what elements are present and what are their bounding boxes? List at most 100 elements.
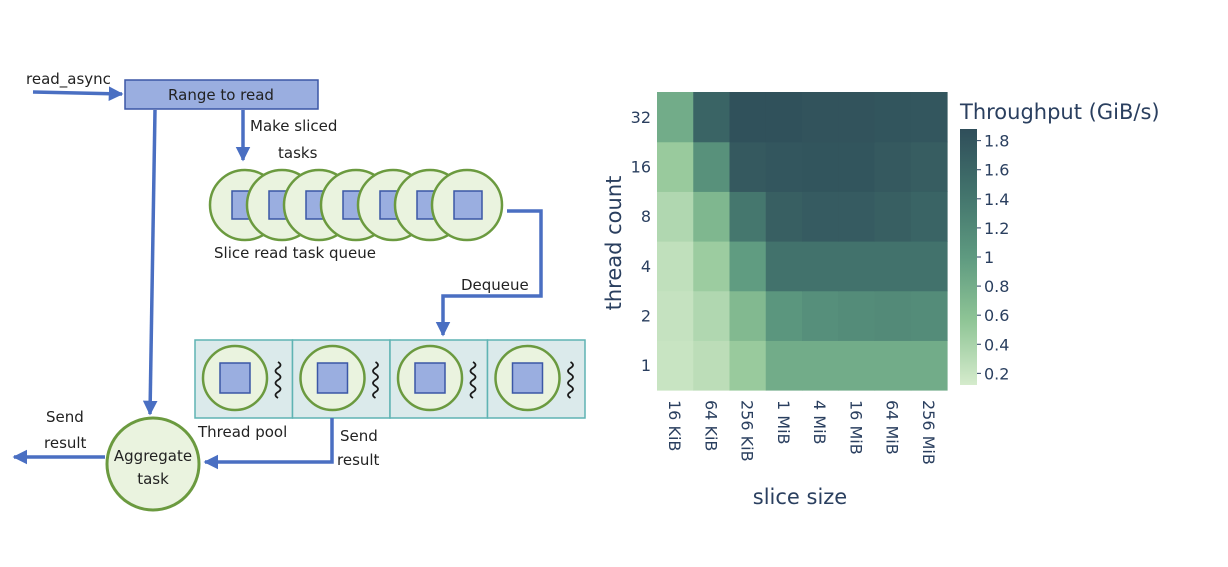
- pipeline-diagram: read_async Range to read Make sliced tas…: [12, 70, 586, 512]
- heatmap-cell: [874, 141, 912, 192]
- heatmap-cell: [838, 241, 876, 292]
- heatmap-cell: [657, 141, 694, 192]
- heatmap-cell: [910, 340, 948, 391]
- heatmap-cell: [657, 241, 694, 292]
- heatmap-cell: [729, 290, 767, 341]
- aggregate-task-label-2: task: [137, 470, 169, 488]
- thread-squiggle-icon: [469, 361, 477, 399]
- heatmap-cell: [838, 141, 876, 192]
- heatmap-cell: [802, 141, 839, 192]
- heatmap-cell: [693, 191, 731, 242]
- heatmap-cell: [693, 340, 731, 391]
- make-sliced-label-2: tasks: [278, 144, 318, 162]
- aggregate-task-node: [105, 416, 201, 512]
- heatmap-cell: [874, 191, 912, 242]
- colorbar-ticks: 0.2 0.4 0.6 0.8 1 1.2 1.4 1.6 1.8: [977, 132, 1009, 383]
- heatmap-cell: [729, 340, 767, 391]
- heatmap-cell: [765, 191, 803, 242]
- heatmap-cell: [729, 241, 767, 292]
- thread-slot: [291, 339, 391, 419]
- heatmap-cell: [765, 241, 803, 292]
- heatmap-cell: [802, 290, 839, 341]
- colorbar-tick-label: 1: [984, 248, 994, 267]
- thread-task-square: [511, 362, 544, 394]
- heatmap-cell: [910, 290, 948, 341]
- aggregate-task-label-1: Aggregate: [114, 447, 192, 465]
- read-async-label: read_async: [26, 70, 111, 89]
- heatmap-cell: [874, 92, 912, 143]
- colorbar-tick-label: 1.2: [984, 219, 1009, 238]
- read-async-arrow: [32, 86, 124, 102]
- thread-task-square: [316, 362, 349, 394]
- heatmap-cell: [838, 340, 876, 391]
- colorbar-tick-label: 0.4: [984, 335, 1009, 354]
- heatmap-cell: [838, 92, 876, 143]
- thread-slot: [194, 339, 294, 419]
- heatmap-cell: [729, 191, 767, 242]
- heatmap-cell: [910, 141, 948, 192]
- x-tick-label: 64 MiB: [883, 400, 902, 455]
- dequeue-arrow: [435, 209, 543, 337]
- colorbar-tick-label: 0.2: [984, 364, 1009, 383]
- colorbar-title: Throughput (GiB/s): [959, 100, 1160, 124]
- heatmap-cell: [693, 141, 731, 192]
- final-send-result-label-1: Send: [46, 408, 84, 426]
- colorbar-tick-label: 1.6: [984, 161, 1009, 180]
- thread-slot: [389, 339, 489, 419]
- task-square: [453, 190, 483, 220]
- pool-send-result-label-2: result: [337, 451, 380, 469]
- make-sliced-label-1: Make sliced: [250, 117, 337, 135]
- heatmap-cell: [657, 290, 694, 341]
- y-tick-label: 16: [631, 158, 651, 177]
- heatmap-cell: [765, 92, 803, 143]
- y-tick-label: 4: [641, 257, 651, 276]
- y-tick-label: 2: [641, 307, 651, 326]
- y-axis-title: thread count: [602, 176, 626, 311]
- range-to-read-box: [124, 79, 319, 110]
- slice-read-task-queue: [208, 168, 504, 242]
- thread-task-square: [414, 362, 446, 394]
- thread-squiggle-icon: [274, 361, 282, 399]
- y-tick-label: 8: [641, 207, 651, 226]
- colorbar-tick-label: 0.6: [984, 306, 1009, 325]
- heatmap-cell: [657, 340, 694, 391]
- x-tick-label: 256 KiB: [738, 400, 757, 462]
- thread-pool: [194, 339, 586, 419]
- pool-send-result-label-1: Send: [340, 427, 378, 445]
- thread-slot: [486, 339, 586, 419]
- heatmap-cell: [693, 92, 731, 143]
- y-tick-label: 1: [641, 356, 651, 375]
- x-axis-title: slice size: [753, 485, 847, 509]
- heatmap-cell: [765, 141, 803, 192]
- heatmap-cell: [874, 290, 912, 341]
- heatmap-cell: [910, 191, 948, 242]
- heatmap-cell: [657, 92, 694, 143]
- heatmap-cell: [874, 241, 912, 292]
- heatmap-cell: [729, 141, 767, 192]
- x-tick-label: 64 KiB: [701, 400, 720, 451]
- heatmap-cell: [765, 290, 803, 341]
- colorbar-tick-label: 1.8: [984, 132, 1009, 151]
- x-tick-label: 256 MiB: [919, 400, 938, 465]
- heatmap-cell: [802, 241, 839, 292]
- heatmap-cell: [874, 340, 912, 391]
- colorbar-tick-label: 1.4: [984, 190, 1009, 209]
- heatmap-cell: [838, 191, 876, 242]
- x-tick-label: 4 MiB: [810, 400, 829, 445]
- queue-label: Slice read task queue: [214, 244, 376, 262]
- heatmap-cell: [802, 340, 839, 391]
- colorbar: [960, 129, 977, 385]
- x-tick-label: 16 MiB: [846, 400, 865, 455]
- heatmap-cell: [910, 241, 948, 292]
- colorbar-tick-label: 0.8: [984, 277, 1009, 296]
- heatmap-cell: [838, 290, 876, 341]
- heatmap-cell: [657, 191, 694, 242]
- dequeue-label: Dequeue: [461, 276, 529, 294]
- range-to-read-label: Range to read: [168, 86, 274, 104]
- x-tick-label: 1 MiB: [774, 400, 793, 445]
- thread-task-square: [219, 362, 251, 394]
- heatmap-cell: [693, 290, 731, 341]
